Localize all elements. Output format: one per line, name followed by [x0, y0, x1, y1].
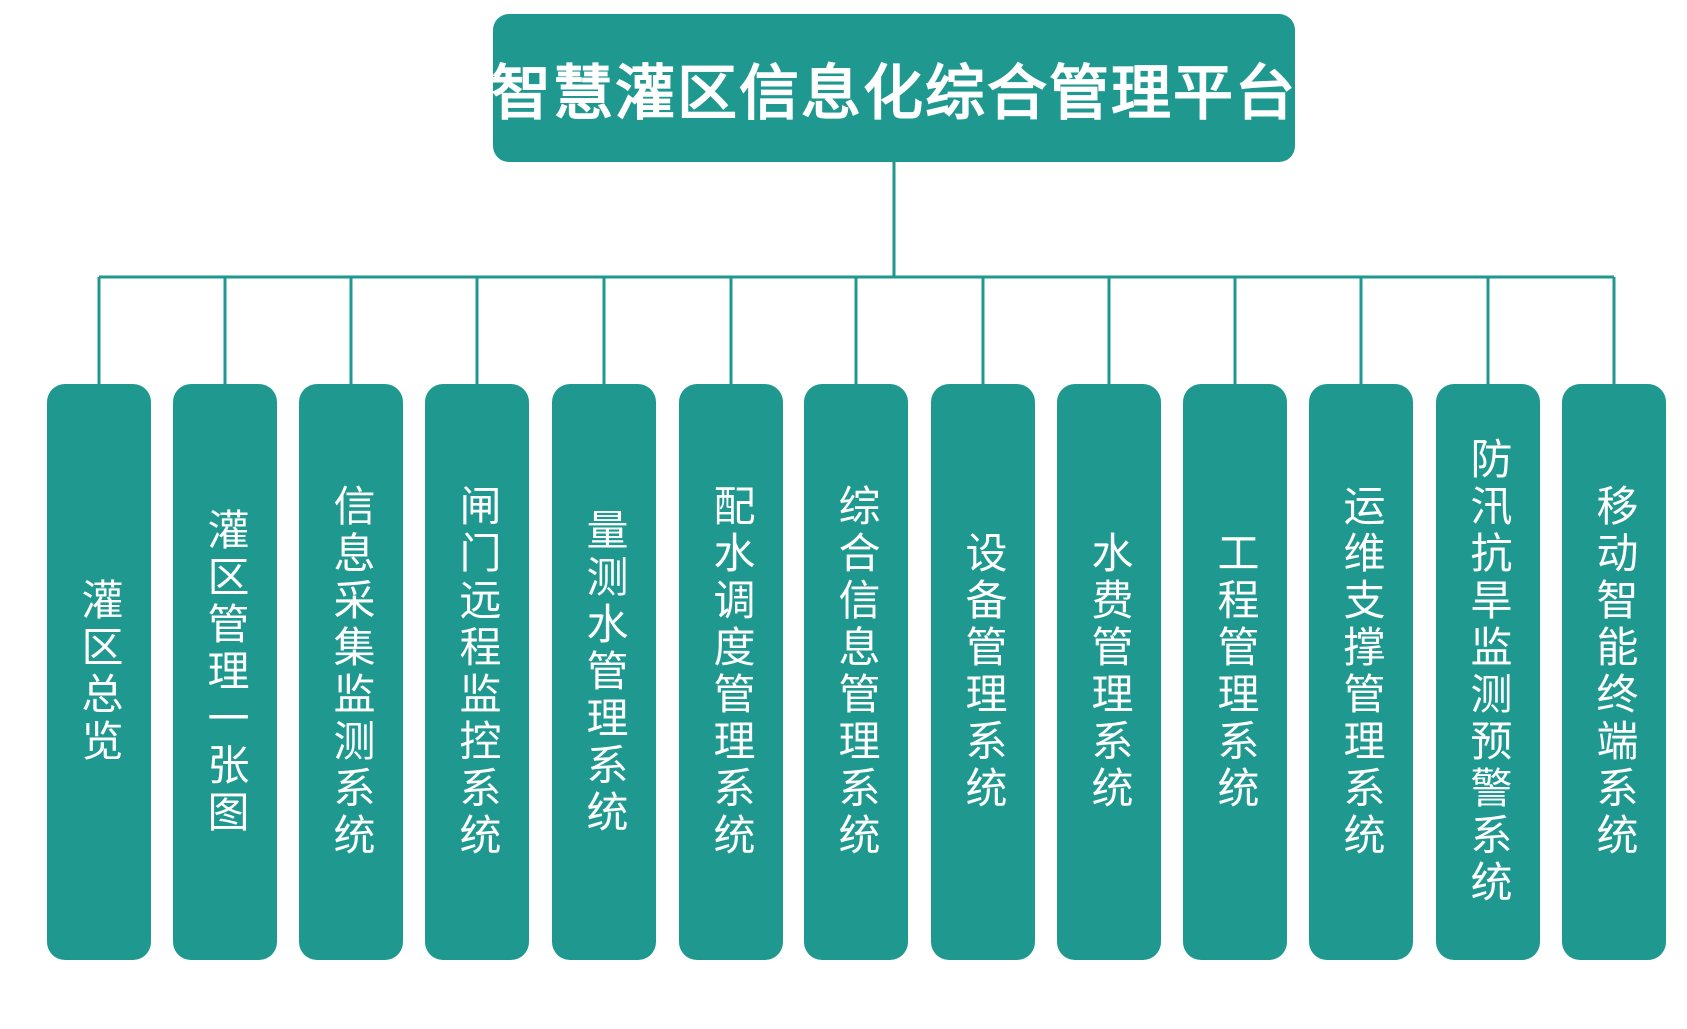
- module-node-mobile-terminal: 移动智能终端系统: [1562, 384, 1666, 960]
- module-node-label: 综合信息管理系统: [832, 484, 881, 860]
- module-node-label: 水费管理系统: [1085, 531, 1134, 813]
- module-node-label: 闸门远程监控系统: [453, 484, 502, 860]
- module-node-flood-drought: 防汛抗旱监测预警系统: [1436, 384, 1540, 960]
- module-node-label: 信息采集监测系统: [327, 484, 376, 860]
- module-node-overview: 灌区总览: [47, 384, 151, 960]
- module-node-water-fee: 水费管理系统: [1057, 384, 1161, 960]
- module-node-water-metering: 量测水管理系统: [552, 384, 656, 960]
- module-node-label: 防汛抗旱监测预警系统: [1464, 437, 1513, 907]
- module-node-maintenance: 运维支撑管理系统: [1309, 384, 1413, 960]
- module-node-label: 运维支撑管理系统: [1337, 484, 1386, 860]
- module-node-info-management: 综合信息管理系统: [804, 384, 908, 960]
- module-node-label: 工程管理系统: [1211, 531, 1260, 813]
- module-node-label: 配水调度管理系统: [707, 484, 756, 860]
- module-node-label: 灌区管理一张图: [201, 507, 250, 837]
- root-node: 智慧灌区信息化综合管理平台: [491, 14, 1297, 162]
- module-node-gate-control: 闸门远程监控系统: [425, 384, 529, 960]
- module-node-label: 移动智能终端系统: [1590, 484, 1639, 860]
- module-node-label: 设备管理系统: [959, 531, 1008, 813]
- module-node-engineering: 工程管理系统: [1183, 384, 1287, 960]
- module-node-data-collection: 信息采集监测系统: [299, 384, 403, 960]
- module-node-equipment: 设备管理系统: [931, 384, 1035, 960]
- module-node-water-dispatch: 配水调度管理系统: [679, 384, 783, 960]
- module-node-label: 量测水管理系统: [580, 507, 629, 837]
- root-node-label: 智慧灌区信息化综合管理平台: [491, 58, 1297, 129]
- module-node-map: 灌区管理一张图: [173, 384, 277, 960]
- module-node-label: 灌区总览: [75, 578, 124, 766]
